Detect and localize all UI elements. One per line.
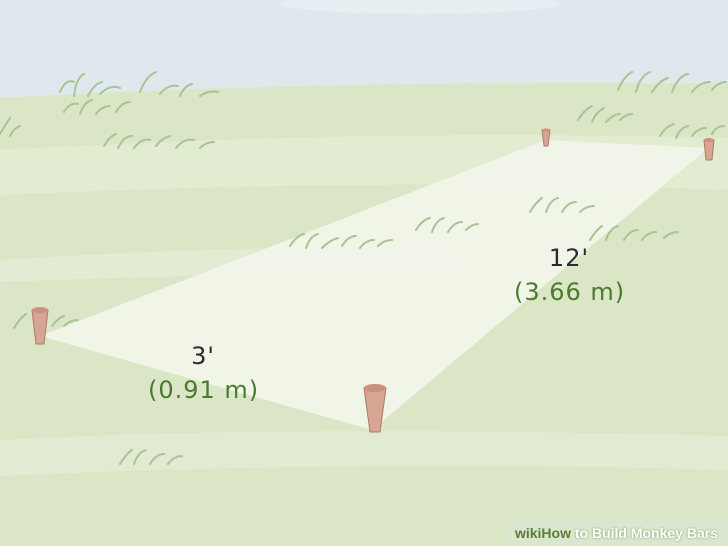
width-measurement: 3' (0.91 m): [148, 342, 258, 404]
stake-front-left: [31, 307, 49, 345]
cloud: [280, 0, 560, 14]
width-imperial: 3': [191, 342, 215, 370]
stake-front-right: [363, 384, 387, 433]
marked-area: [40, 140, 708, 430]
width-metric: (0.91 m): [148, 376, 260, 404]
watermark-title: to Build Monkey Bars: [570, 525, 718, 541]
grass-tufts: [0, 71, 727, 465]
watermark-brand-how: How: [541, 525, 571, 541]
watermark-brand-wiki: wiki: [514, 525, 542, 541]
ground-band: [0, 431, 728, 476]
length-metric: (3.66 m): [514, 278, 626, 306]
length-imperial: 12': [548, 244, 590, 272]
stake-back-left: [541, 128, 551, 147]
length-measurement: 12' (3.66 m): [514, 244, 624, 306]
stake-back-right: [703, 138, 715, 161]
stakes: [31, 128, 715, 433]
wikihow-watermark: wikiHow to Build Monkey Bars: [506, 520, 728, 546]
